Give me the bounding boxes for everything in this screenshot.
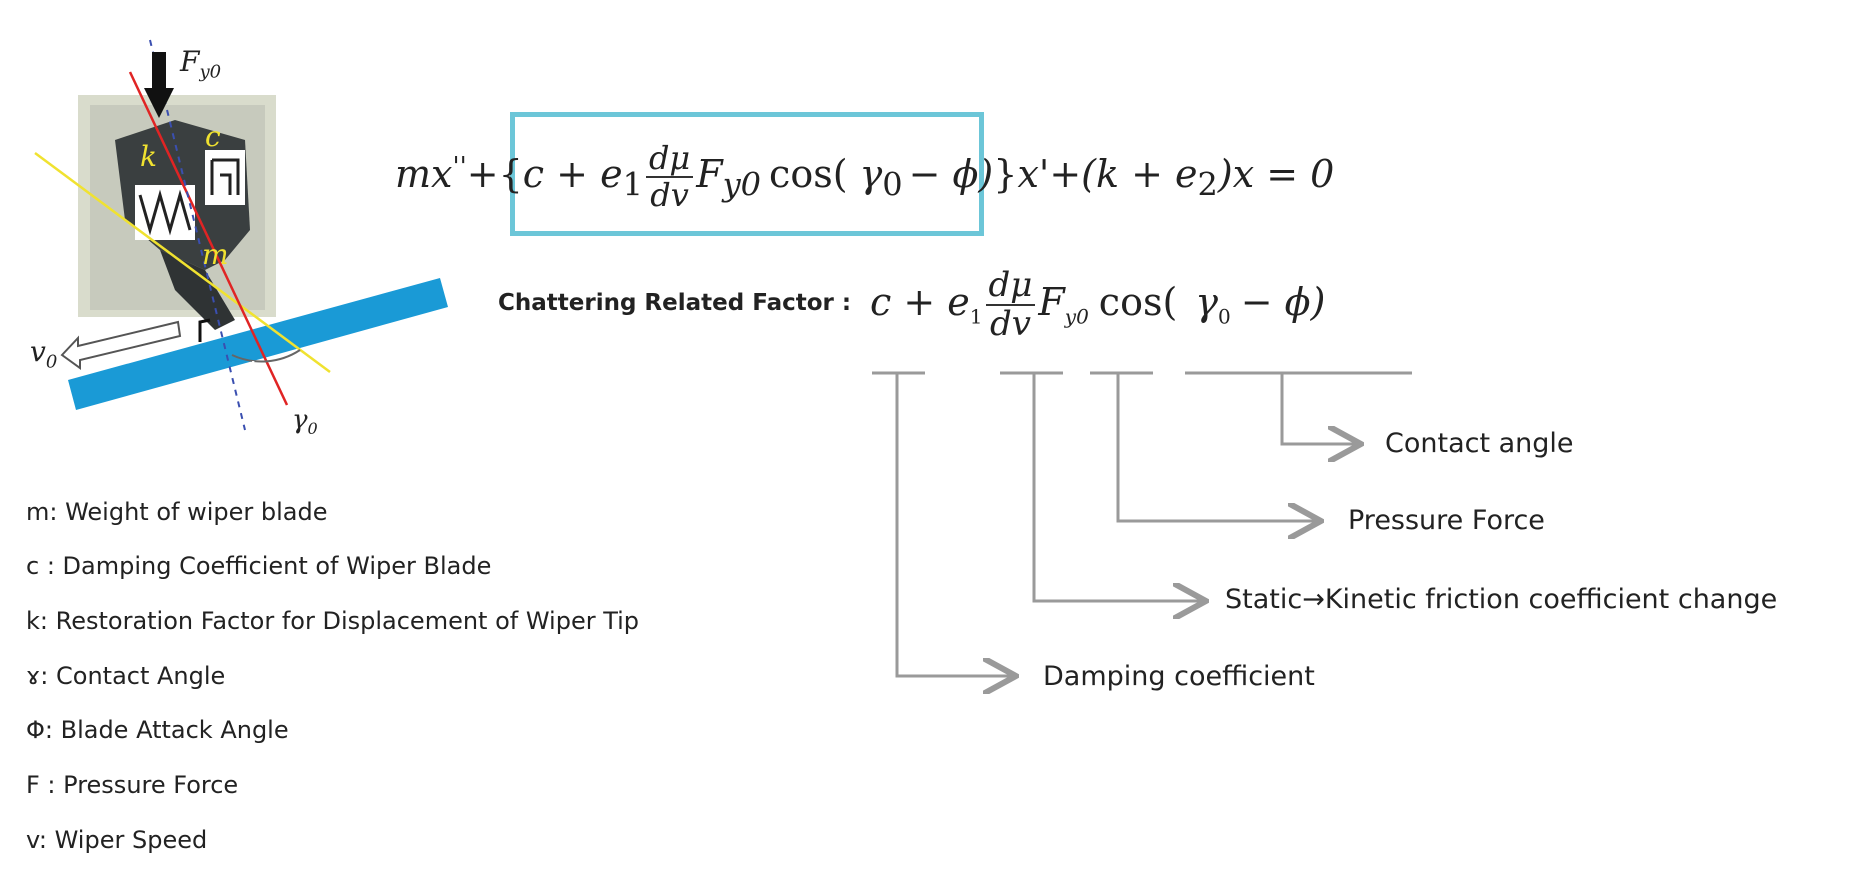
- factor-c-plus-e: c + e: [870, 280, 970, 325]
- legend-item-damping: c : Damping Coefficient of Wiper Blade: [26, 552, 492, 580]
- factor-F: F: [1038, 280, 1065, 325]
- speed-label-main: v: [30, 335, 46, 368]
- gamma-angle-label: γ0: [292, 405, 318, 438]
- force-arrow: [152, 52, 166, 90]
- force-label-main: F: [180, 45, 200, 78]
- legend-item-weight: m: Weight of wiper blade: [26, 498, 328, 526]
- damping-coefficient-label: Damping coefficient: [1043, 661, 1315, 692]
- factor-frac-den: dv: [989, 303, 1031, 344]
- gamma-angle-sub: 0: [307, 419, 318, 439]
- speed-label: v0: [30, 335, 57, 373]
- eq-x-prime: x'+(k + e: [1017, 151, 1198, 196]
- factor-gamma-sub: 0: [1218, 304, 1231, 329]
- eq-gamma-sub: 0: [882, 165, 903, 204]
- eq-plus-brace: +{: [466, 151, 523, 196]
- eq-frac-num: dμ: [645, 141, 694, 178]
- eq-gamma: γ: [859, 151, 883, 196]
- eq-double-prime: '': [452, 151, 467, 182]
- eq-c-plus-e: c + e: [522, 151, 623, 196]
- eq-tail: )x = 0: [1217, 151, 1335, 196]
- phi-angle-label: ϕ: [242, 358, 260, 388]
- wiper-blade-diagram: [34, 39, 448, 431]
- eq-e-sub: 1: [622, 165, 643, 204]
- angle-arc: [231, 349, 301, 363]
- factor-minus-phi: − ϕ): [1240, 280, 1326, 325]
- legend-item-contact-angle: ɤ: Contact Angle: [26, 662, 226, 690]
- factor-gamma: γ: [1195, 280, 1219, 325]
- speed-arrow: [60, 320, 182, 370]
- arrow-pressure-force: [1116, 373, 1318, 521]
- eq-F: F: [696, 151, 723, 196]
- friction-change-label: Static→Kinetic friction coefficient chan…: [1225, 584, 1778, 615]
- eq-minus-phi: − ϕ): [908, 151, 994, 196]
- yellow-reference-line: [34, 151, 331, 374]
- factor-frac-num: dμ: [985, 267, 1036, 306]
- legend-item-pressure: F : Pressure Force: [26, 771, 239, 799]
- factor-e-sub: 1: [969, 304, 983, 329]
- legend-item-restoration: k: Restoration Factor for Displacement o…: [26, 607, 640, 635]
- eq-cos: cos(: [769, 151, 848, 196]
- arrow-damping-coefficient: [895, 373, 1013, 676]
- damper-c-label: c: [205, 120, 221, 153]
- chattering-factor-label: Chattering Related Factor :: [498, 290, 852, 316]
- force-label: Fy0: [180, 45, 221, 83]
- eq-mx: mx: [395, 151, 453, 196]
- contact-angle-label: Contact angle: [1385, 428, 1574, 459]
- eq-e2-sub: 2: [1197, 165, 1218, 204]
- eq-close-brace: }: [993, 151, 1018, 196]
- eq-F-sub: y0: [722, 165, 762, 204]
- force-label-sub: y0: [199, 61, 222, 83]
- arrow-friction-change: [1032, 373, 1203, 601]
- speed-label-sub: 0: [45, 351, 58, 373]
- highlight-box: [510, 112, 984, 236]
- legend-item-speed: v: Wiper Speed: [26, 826, 208, 854]
- factor-cos: cos(: [1098, 280, 1178, 325]
- pressure-force-label: Pressure Force: [1348, 505, 1545, 536]
- red-blade-line: [128, 71, 289, 406]
- gamma-angle-main: γ: [292, 405, 308, 435]
- arrow-contact-angle: [1280, 373, 1358, 444]
- mass-m-label: m: [202, 238, 229, 271]
- spring-k-label: k: [140, 140, 157, 173]
- legend-item-attack-angle: Φ: Blade Attack Angle: [26, 716, 289, 744]
- factor-F-sub: y0: [1064, 304, 1089, 329]
- eq-frac-den: dv: [650, 175, 689, 214]
